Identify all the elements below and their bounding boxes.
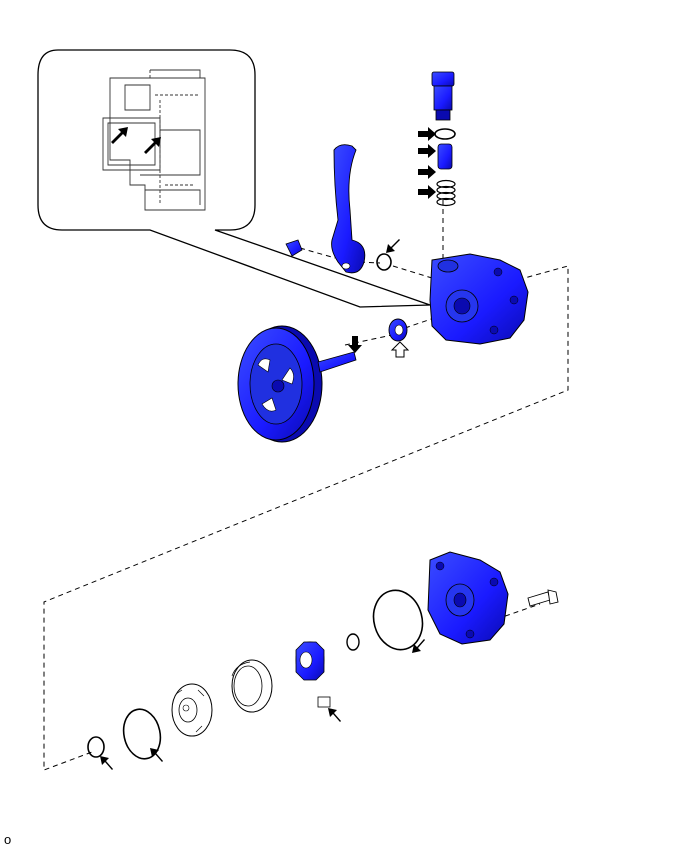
snap-ring-icon [346,633,360,651]
grease-arrow-icon [111,127,161,154]
suction-pipe-icon [331,144,366,274]
pressure-plate-icon [171,683,213,737]
replace-part-arrow-icon [328,708,341,722]
cam-ring-icon [231,659,273,713]
rotor-icon [295,641,325,681]
vane-plate-icon [317,696,331,708]
pump-pulley-icon [237,325,357,443]
o-ring-icon [376,253,392,271]
corner-label: o [4,832,12,847]
inset-callout-icon [37,49,431,308]
replace-part-arrow-icon [412,639,425,653]
o-ring-icon [87,736,105,758]
housing-bolt-icon [527,589,559,607]
rear-housing-icon [427,551,509,645]
o-ring-icon [122,708,162,760]
union-bolt-icon [285,239,303,257]
flow-control-valve-icon [431,71,455,121]
pump-body-icon [429,253,529,345]
oil-seal-icon [388,318,408,342]
spring-icon [436,179,456,207]
replace-part-arrow-icon [100,756,113,770]
o-ring-icon [434,128,456,140]
replace-part-arrow-icon [348,336,362,353]
flow-control-valve-icon [437,143,453,170]
o-ring-icon [372,589,424,651]
replace-part-arrow-icon [386,239,400,253]
replace-part-arrow-icon [418,127,436,199]
replace-part-arrow-icon [150,748,163,762]
grease-arrow-icon [390,341,410,358]
